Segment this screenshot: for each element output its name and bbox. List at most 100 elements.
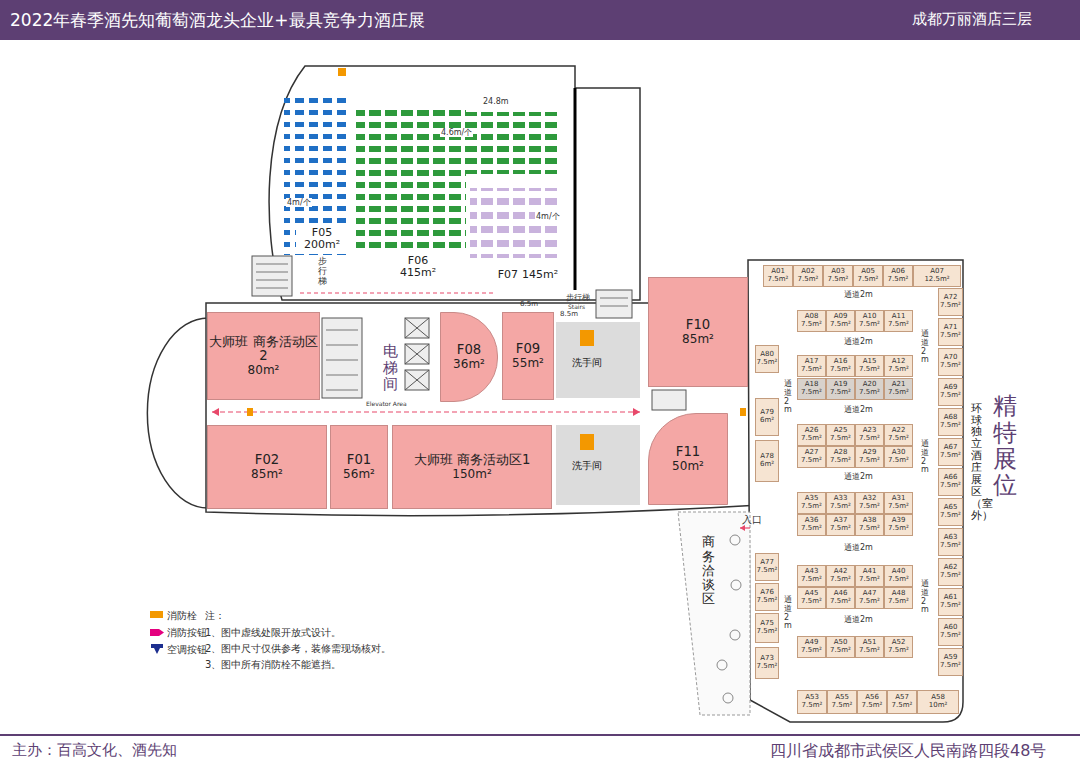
node-text: 85m² <box>682 333 714 346</box>
note-text: 1、图中虚线处限开放式设计。 <box>205 627 341 639</box>
dimension-label: 通道2m <box>843 472 874 481</box>
node-text: F07 <box>498 269 518 281</box>
node-text: A49 <box>805 639 819 647</box>
node-text: 7.5m² <box>801 647 822 655</box>
header-footer-text: 四川省成都市武侯区人民南路四段48号 <box>770 742 1046 760</box>
booth: A277.5m² <box>797 446 826 468</box>
node-text: 7.5m² <box>757 567 778 575</box>
node-text: F05 <box>312 227 332 239</box>
node-text: 7.5m² <box>830 598 851 606</box>
node-text: A76 <box>760 589 774 597</box>
header-footer-text: 主办：百高文化、酒先知 <box>12 742 177 759</box>
dimension-label: 通道2m <box>843 290 874 299</box>
booth: A607.5m² <box>938 618 963 646</box>
node-text: A68 <box>944 414 958 422</box>
booth: A267.5m² <box>797 424 826 446</box>
booth: A507.5m² <box>826 636 855 658</box>
node-text: 7.5m² <box>801 366 822 374</box>
dimension-label: 4m/个 <box>286 198 312 207</box>
dimension-label: 4m/个 <box>535 212 561 221</box>
node-text: A19 <box>834 381 848 389</box>
node-text: A38 <box>863 517 877 525</box>
node-text: A40 <box>892 568 906 576</box>
booth: A487.5m² <box>884 587 913 609</box>
booth: A707.5m² <box>938 348 963 376</box>
booth: A417.5m² <box>855 565 884 587</box>
booth: A757.5m² <box>755 613 779 643</box>
dimension-label: 通道2m <box>921 330 929 365</box>
node-text: 商务洽谈区 <box>702 535 715 606</box>
booth: A397.5m² <box>884 514 913 536</box>
node-text: 150m² <box>452 468 491 481</box>
booth: A767.5m² <box>755 583 779 611</box>
node-text: A77 <box>760 559 774 567</box>
node-text: 7.5m² <box>862 702 883 710</box>
booth: A697.5m² <box>938 378 963 406</box>
node-text: A57 <box>895 694 909 702</box>
booth: A177.5m² <box>797 355 826 377</box>
dimension-label: 4.6m/个 <box>440 128 473 137</box>
node-text: 6m² <box>760 461 774 469</box>
node-text: 7.5m² <box>830 321 851 329</box>
node-text: F10 <box>686 318 710 333</box>
node-text: 7.5m² <box>940 632 961 640</box>
node-text: 7.5m² <box>888 525 909 533</box>
dimension-label: 步行梯 <box>318 257 327 287</box>
booth: A157.5m² <box>855 355 884 377</box>
dimension-label: 24.8m <box>482 97 510 106</box>
booth: A687.5m² <box>938 408 963 436</box>
node-text: A25 <box>834 427 848 435</box>
node-text: 7.5m² <box>801 576 822 584</box>
node-text: A48 <box>892 590 906 598</box>
node-text: 7.5m² <box>858 276 879 284</box>
room-label: F05200m² <box>296 224 348 254</box>
dimension-label: 通道2m <box>843 405 874 414</box>
booth: A037.5m² <box>823 265 853 287</box>
node-text: F06 <box>408 255 428 267</box>
node-text: 7.5m² <box>888 576 909 584</box>
node-text: 7.5m² <box>888 647 909 655</box>
booth: A667.5m² <box>938 468 963 496</box>
node-text: A11 <box>892 313 906 321</box>
node-text: 7.5m² <box>757 359 778 367</box>
booth: A617.5m² <box>938 588 963 616</box>
node-text: A58 <box>931 694 945 702</box>
node-text: A50 <box>834 639 848 647</box>
node-text: 415m² <box>400 267 436 279</box>
legend-text: 空调按钮 <box>167 643 207 657</box>
node-text: A41 <box>863 568 877 576</box>
node-text: 50m² <box>672 460 704 473</box>
note-text: 2、图中尺寸仅供参考，装修需现场核对。 <box>205 643 391 655</box>
booth: A317.5m² <box>884 492 913 514</box>
node-text: A73 <box>760 655 774 663</box>
node-text: 7.5m² <box>832 702 853 710</box>
booth: A796m² <box>755 398 779 436</box>
node-text: A02 <box>801 268 815 276</box>
meeting-room: F1085m² <box>648 277 748 387</box>
booth: A567.5m² <box>857 690 887 714</box>
node-text: A20 <box>863 381 877 389</box>
node-text: A30 <box>892 449 906 457</box>
booth: A557.5m² <box>827 690 857 714</box>
booth: A577.5m² <box>887 690 917 714</box>
node-text: 精特展位 <box>993 393 1017 499</box>
node-text: 7.5m² <box>830 389 851 397</box>
node-text: 7.5m² <box>757 628 778 636</box>
booth: A727.5m² <box>938 288 963 316</box>
node-text: A15 <box>863 358 877 366</box>
title-text: 2022年春季酒先知葡萄酒龙头企业+最具竞争力酒庄展 <box>10 9 425 32</box>
zone-title: 精特展位 <box>991 390 1019 502</box>
booth: A107.5m² <box>855 310 884 332</box>
restroom: 洗手间 <box>560 455 614 475</box>
node-text: 7.5m² <box>888 457 909 465</box>
booth: A437.5m² <box>797 565 826 587</box>
booth: A067.5m² <box>883 265 913 287</box>
node-text: 7.5m² <box>830 435 851 443</box>
booth: A497.5m² <box>797 636 826 658</box>
node-text: A42 <box>834 568 848 576</box>
booth: A427.5m² <box>826 565 855 587</box>
node-text: A62 <box>944 564 958 572</box>
node-text: 洗手间 <box>572 357 602 368</box>
node-text: A29 <box>863 449 877 457</box>
booth: A597.5m² <box>938 648 963 676</box>
